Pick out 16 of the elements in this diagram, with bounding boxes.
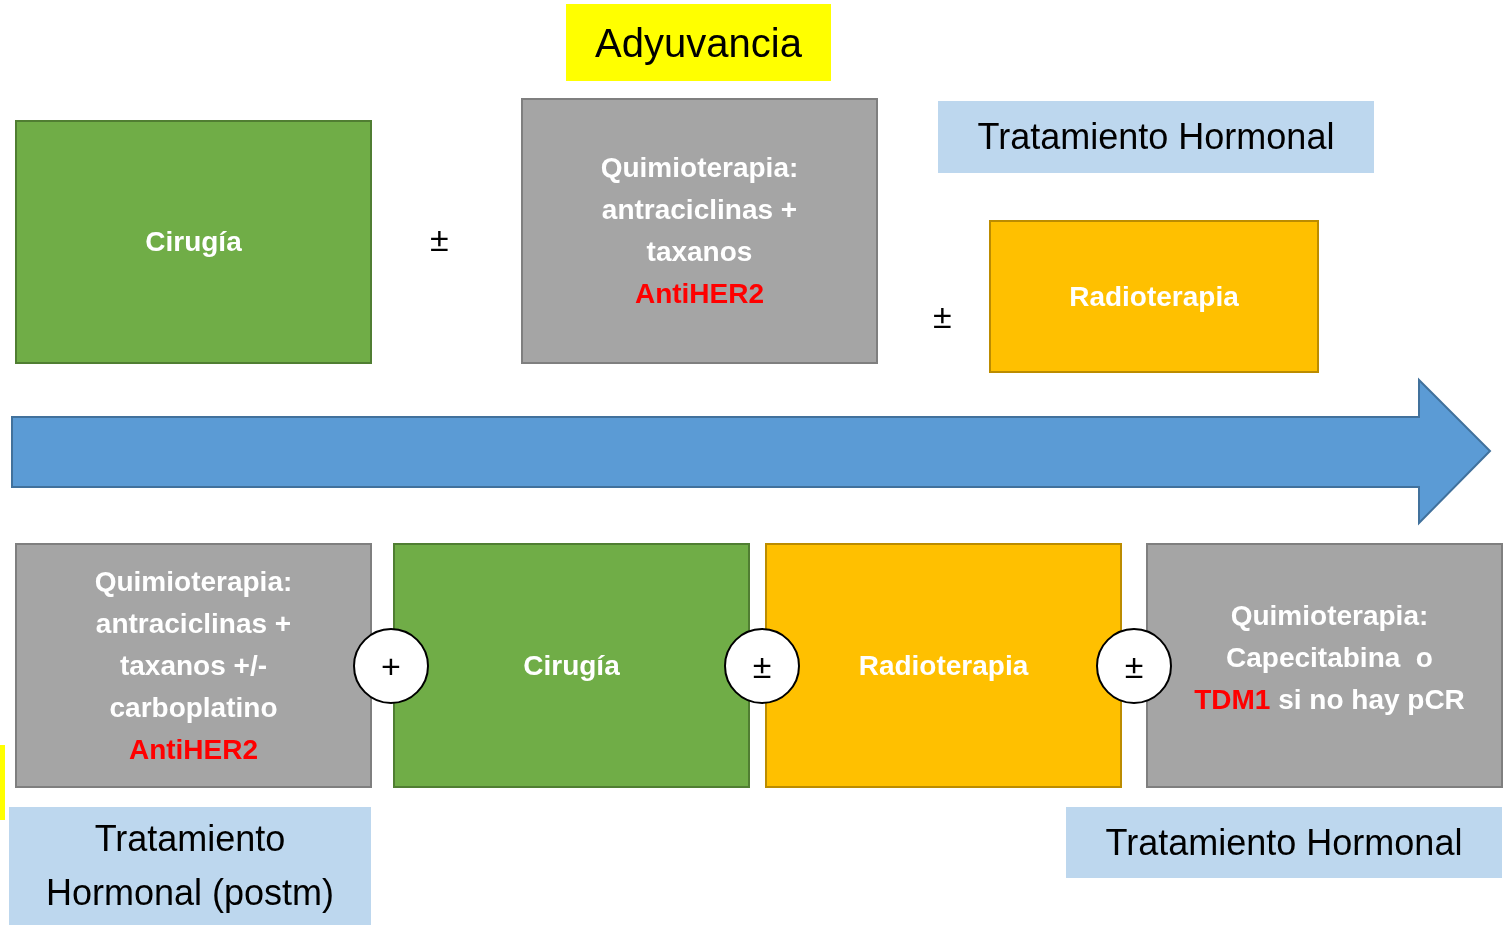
treatment-box [15,543,372,788]
treatment-box: Cirugía [15,120,372,364]
box-text: Quimioterapia: antraciclinas + taxanos +/- carboplatino [93,564,294,725]
box-text: Quimioterapia: antraciclinas + taxanos [599,151,800,269]
hormone-label: Tratamiento Hormonal (postm) [9,807,371,925]
timeline-block-arrow [11,377,1492,526]
treatment-box-text: Quimioterapia: Capecitabina o TDM1 si no hay pCR [1146,543,1503,788]
section-label: Adyuvancia [566,4,831,81]
treatment-box: Radioterapia [989,220,1319,373]
box-text: AntiHER2 [128,732,259,767]
box-text: AntiHER2 [634,277,765,311]
hormone-label: Tratamiento Hormonal [1066,807,1502,878]
plus-minus-sign: ± [430,220,449,259]
plus-minus-sign: ± [933,297,952,336]
treatment-box [521,98,878,364]
hormone-label: Tratamiento Hormonal [938,101,1374,173]
